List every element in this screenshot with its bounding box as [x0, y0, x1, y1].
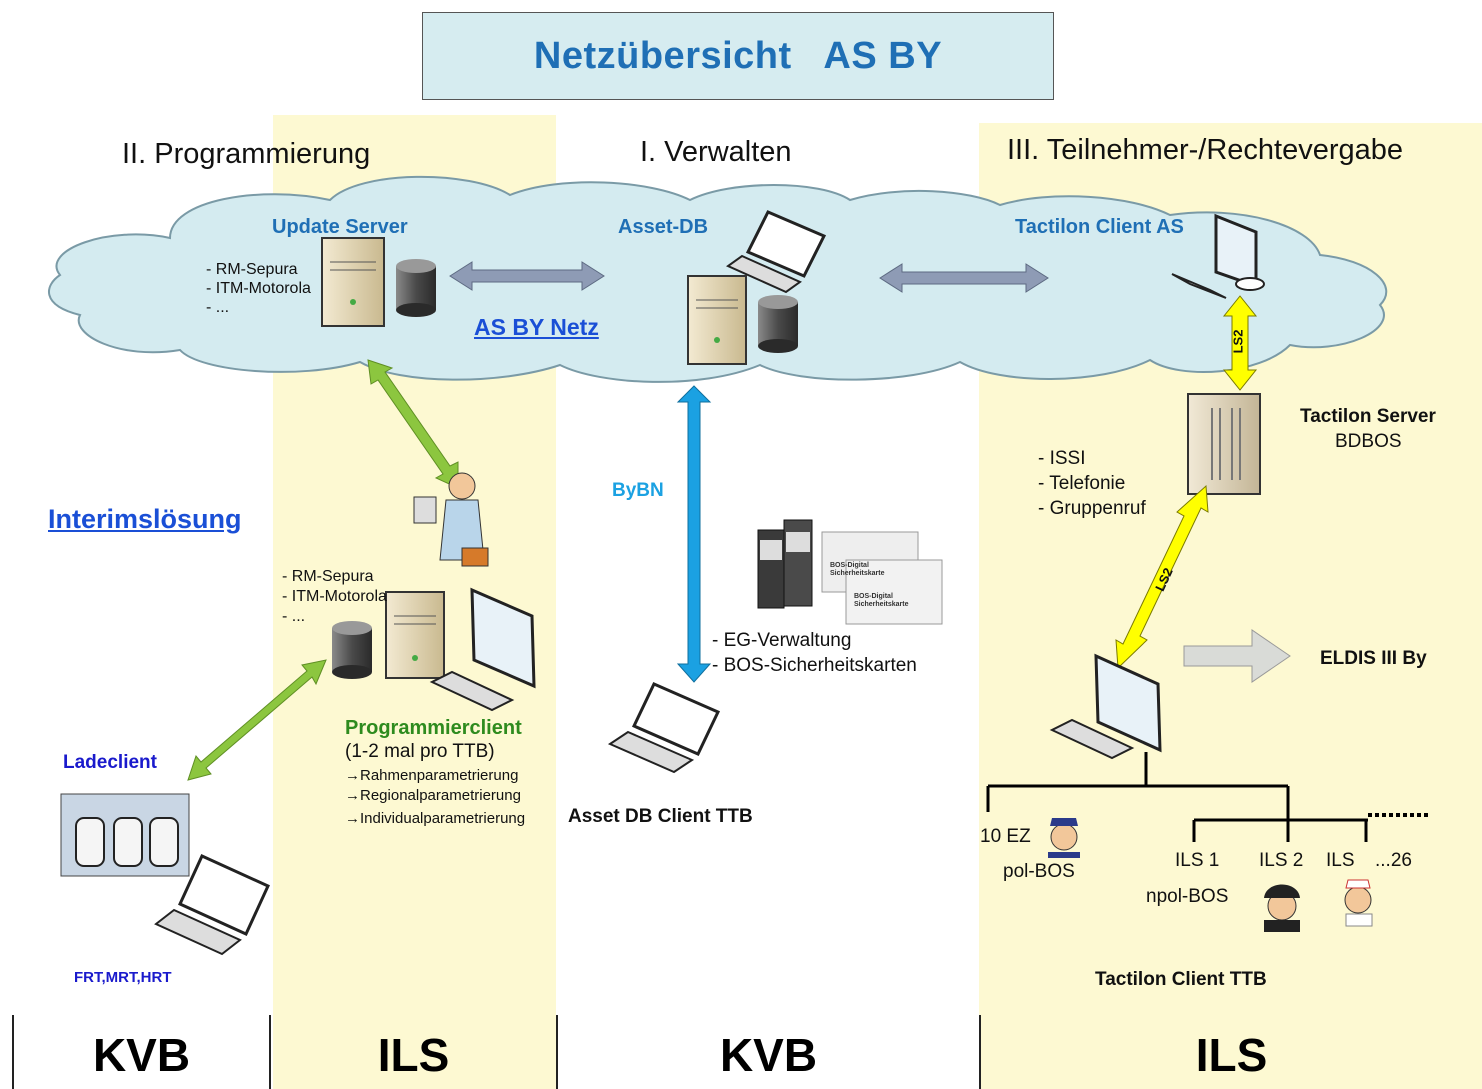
programmierclient-db-icon: [332, 621, 372, 679]
tree-ils-more: ...26: [1375, 850, 1412, 871]
section-teilnehmer: III. Teilnehmer-/Rechtevergabe: [1007, 134, 1404, 166]
update-db-icon: [396, 259, 436, 317]
medic-icon: [1344, 879, 1373, 927]
asset-client-laptop-icon: [607, 682, 721, 774]
update-server-label: Update Server: [272, 216, 408, 238]
update-server-icon: [321, 237, 385, 327]
as-by-netz-link[interactable]: AS BY Netz: [474, 314, 599, 340]
radios-box: [60, 793, 190, 877]
ls2-arrow-top: [1222, 295, 1258, 391]
cloud-arrow-right: [879, 263, 1049, 293]
programmierclient-step-2: →Regionalparametrierung: [345, 787, 521, 804]
footer-divider-1: [12, 1015, 14, 1089]
tactilon-server-features: - ISSI - Telefonie - Gruppenruf: [1038, 448, 1146, 519]
footer-ils-right: ILS: [1195, 1029, 1268, 1081]
footer-divider-4: [979, 1015, 981, 1089]
tree-client-ttb: Tactilon Client TTB: [1095, 969, 1267, 990]
radio-icon: [75, 817, 179, 867]
programmierclient-step-1: →Rahmenparametrierung: [345, 767, 519, 784]
security-card-icon: [821, 531, 943, 625]
asset-client-title: Asset DB Client TTB: [568, 806, 753, 827]
green-arrow-lower: [187, 659, 327, 781]
card-title-2: BOS-Digital: [854, 593, 893, 600]
asset-server-icon: [687, 275, 747, 365]
programmierclient-step-3: →Individualparametrierung: [345, 810, 526, 827]
tactilon-server-subtitle: BDBOS: [1335, 431, 1402, 452]
asset-client-list: - EG-Verwaltung - BOS-Sicherheitskarten: [712, 630, 917, 676]
asset-db-icon: [758, 295, 798, 353]
footer-kvb-center: KVB: [719, 1029, 818, 1081]
police-officer-icon: [1048, 818, 1080, 858]
tree-ils: ILS: [1326, 850, 1355, 871]
card-subtitle: Sicherheitskarte: [830, 570, 885, 577]
firefighter-icon: [1264, 884, 1300, 932]
update-server-list: - RM-Sepura - ITM-Motorola - ...: [206, 261, 311, 316]
ladeclient-devices: FRT,MRT,HRT: [74, 969, 172, 986]
interimsloesung-link[interactable]: Interimslösung: [48, 504, 242, 534]
tactilon-client-as-icon: [1171, 213, 1265, 299]
eldis-label: ELDIS III By: [1320, 648, 1427, 669]
programmierclient-workstation-icon: [429, 587, 536, 712]
tactilon-client-ttb-workstation-icon: [1049, 653, 1162, 760]
tactilon-server-icon: [1187, 393, 1261, 495]
cloud-arrow-left: [449, 261, 605, 291]
card-subtitle-2: Sicherheitskarte: [854, 601, 909, 608]
footer-kvb-left: KVB: [92, 1029, 191, 1081]
section-verwalten: I. Verwalten: [640, 136, 792, 168]
distribution-tree: [986, 752, 1428, 842]
section-programmierung: II. Programmierung: [122, 138, 371, 170]
ladeclient-laptop-icon: [154, 854, 270, 956]
tree-ils2: ILS 2: [1259, 850, 1304, 871]
tree-pol-bos: pol-BOS: [1003, 861, 1075, 882]
tactilon-server-title: Tactilon Server: [1300, 406, 1436, 427]
programmierclient-title: Programmierclient: [345, 717, 522, 739]
footer-divider-3: [556, 1015, 558, 1089]
eldis-arrow: [1183, 629, 1291, 683]
programmierclient-frequency: (1-2 mal pro TTB): [345, 741, 495, 762]
footer-ils-left: ILS: [377, 1029, 450, 1081]
ladeclient-title: Ladeclient: [63, 752, 157, 773]
tree-npol-bos: npol-BOS: [1146, 886, 1229, 907]
programmierclient-server-icon: [385, 591, 445, 679]
page-title: Netzübersicht AS BY: [422, 12, 1054, 100]
tree-ez: 10 EZ: [980, 826, 1031, 847]
asset-db-label: Asset-DB: [618, 216, 709, 238]
programmierclient-list: - RM-Sepura - ITM-Motorola - ...: [282, 568, 387, 625]
bybn-arrow: [676, 385, 712, 683]
card-title: BOS-Digital: [830, 562, 869, 569]
ls2-label-top: LS2: [1230, 329, 1246, 354]
footer-divider-2: [269, 1015, 271, 1089]
tree-ils1: ILS 1: [1175, 850, 1220, 871]
asset-laptop-icon: [726, 210, 827, 294]
tactilon-client-as-label: Tactilon Client AS: [1015, 216, 1184, 238]
binders-icon: [757, 519, 813, 609]
technician-icon: [413, 472, 489, 567]
bybn-label: ByBN: [612, 480, 664, 501]
